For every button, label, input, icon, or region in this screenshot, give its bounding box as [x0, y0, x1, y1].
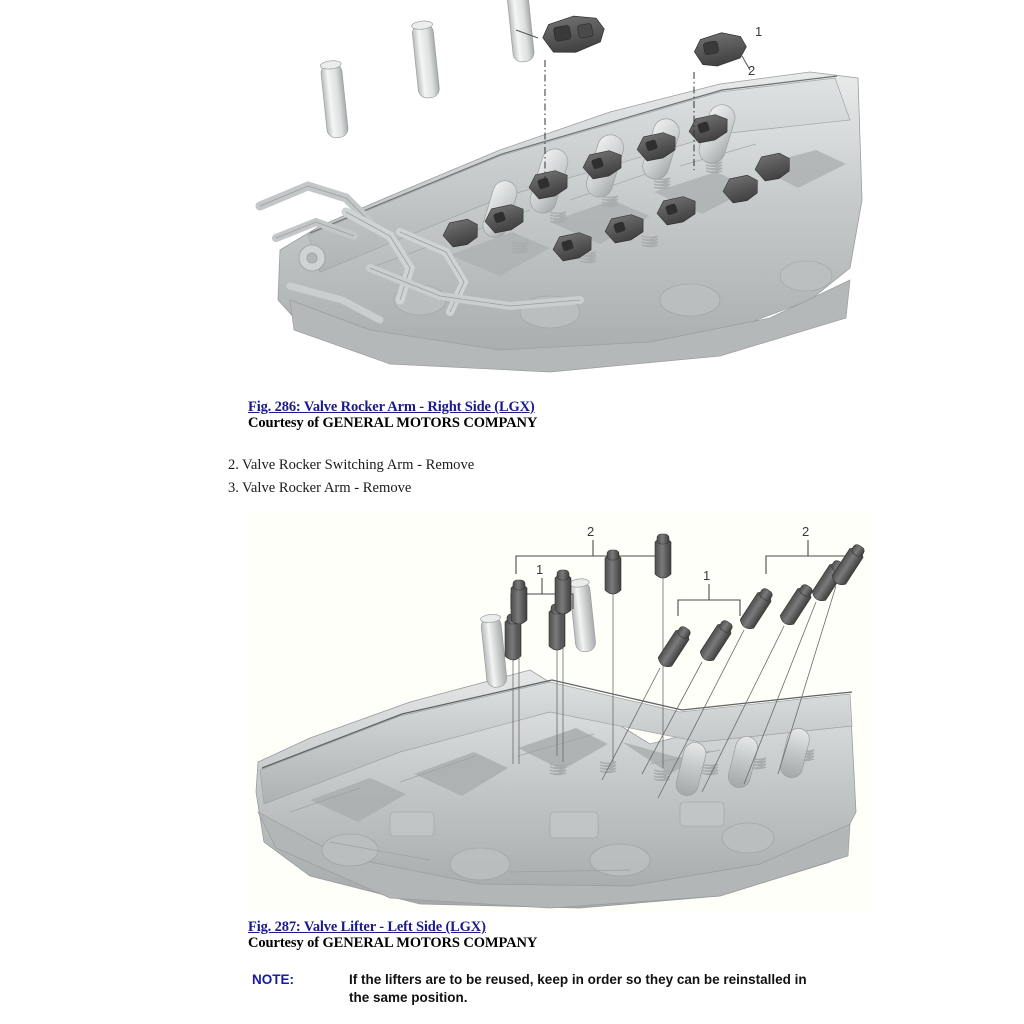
- callout-label-1: 1: [755, 24, 762, 39]
- callout-label-2: 2: [748, 63, 755, 78]
- note-text: If the lifters are to be reused, keep in…: [349, 972, 807, 1005]
- engine-block-body: [255, 669, 857, 909]
- figure-valve-lifter-left-side: 1 2 1 2: [250, 512, 870, 912]
- step-number: 3.: [228, 480, 239, 496]
- note-block: NOTE: If the lifters are to be reused, k…: [252, 971, 809, 1006]
- installed-rocker-arms: [442, 114, 790, 262]
- cylinder-head-bosses: [319, 0, 535, 139]
- engine-tubing-cluster: [255, 181, 584, 324]
- exploded-rocker-arm: [693, 32, 751, 170]
- procedure-step-list: 2.Valve Rocker Switching Arm - Remove 3.…: [228, 454, 474, 500]
- figure-2-courtesy: Courtesy of GENERAL MOTORS COMPANY: [248, 935, 538, 951]
- figure-1-courtesy: Courtesy of GENERAL MOTORS COMPANY: [248, 415, 538, 431]
- lifter-group-b: [510, 533, 672, 768]
- figure-2-link[interactable]: Fig. 287: Valve Lifter - Left Side (LGX): [248, 919, 486, 935]
- leader-line-2: [741, 55, 751, 71]
- leader-line-1: [515, 29, 539, 39]
- figure-valve-rocker-arm-right-side: 1 2: [250, 0, 870, 390]
- engine-illustration-right-side: 1 2: [255, 0, 863, 373]
- lifter-group-d: [657, 540, 865, 799]
- callout-label-group-c: 1: [703, 568, 710, 583]
- figure-1-caption: Fig. 286: Valve Rocker Arm - Right Side …: [248, 399, 537, 432]
- block-casting-detail: [289, 728, 775, 881]
- lifter-group-c: [601, 584, 741, 781]
- figure-1-link[interactable]: Fig. 286: Valve Rocker Arm - Right Side …: [248, 399, 535, 415]
- step-text: Valve Rocker Arm - Remove: [242, 480, 412, 496]
- note-label: NOTE:: [252, 972, 294, 987]
- engine-illustration-left-side: 1 2 1 2: [255, 524, 865, 909]
- step-number: 2.: [228, 457, 239, 473]
- valve-springs: [511, 161, 723, 264]
- callout-label-group-d: 2: [802, 524, 809, 539]
- rocker-assemblies: [675, 728, 810, 796]
- callout-label-group-a: 1: [536, 562, 543, 577]
- list-item: 3.Valve Rocker Arm - Remove: [228, 477, 474, 500]
- callout-label-group-b: 2: [587, 524, 594, 539]
- exploded-switching-arm: [515, 15, 605, 178]
- list-item: 2.Valve Rocker Switching Arm - Remove: [228, 454, 474, 477]
- cylinder-head-bosses: [480, 578, 596, 688]
- step-text: Valve Rocker Switching Arm - Remove: [242, 457, 475, 473]
- figure-2-caption: Fig. 287: Valve Lifter - Left Side (LGX)…: [248, 919, 537, 952]
